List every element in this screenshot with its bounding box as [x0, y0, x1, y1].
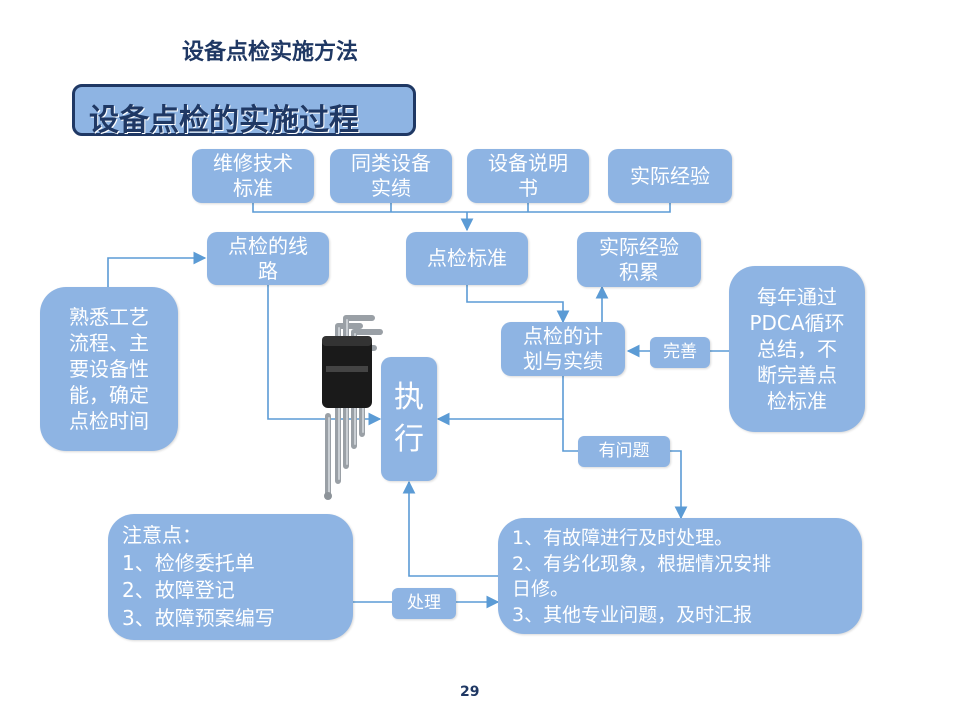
source-equipment-manual: 设备说明 书	[467, 149, 589, 203]
experience-accumulation: 实际经验 积累	[577, 232, 701, 287]
handle-label: 处理	[392, 588, 456, 619]
arrow-plan-to-problem	[562, 419, 578, 452]
hex-key-set-icon	[322, 315, 383, 500]
inspection-plan: 点检的计 划与实绩	[501, 322, 625, 376]
page-title: 设备点检实施方法	[182, 40, 359, 65]
arrow-plan-to-execute	[436, 376, 564, 426]
annual-pdca-box: 每年通过 PDCA循环 总结，不 断完善点 检标准	[729, 266, 865, 432]
section-banner-text: 设备点检的实施过程	[89, 103, 359, 138]
arrow-actions-to-execute	[402, 480, 498, 577]
notes-box: 注意点： 1、检修委托单 2、故障登记 3、故障预案编写	[108, 514, 353, 640]
arrow-problem-to-actions	[670, 450, 688, 520]
arrow-route-to-execute	[267, 285, 382, 426]
arrow-standard-to-plan	[466, 285, 570, 324]
source-practical-experience: 实际经验	[608, 149, 732, 203]
problem-label: 有问题	[578, 436, 670, 467]
inspection-standard: 点检标准	[406, 232, 528, 285]
execute-box: 执 行	[381, 357, 437, 481]
familiarize-process-box: 熟悉工艺 流程、主 要设备性 能，确定 点检时间	[40, 287, 178, 451]
arrow-familiar-to-route	[107, 251, 207, 287]
page-number: 29	[460, 684, 480, 700]
source-similar-equipment: 同类设备 实绩	[330, 149, 452, 203]
actions-box: 1、有故障进行及时处理。 2、有劣化现象，根据情况安排 日修。 3、其他专业问题…	[498, 518, 862, 634]
section-banner: 设备点检的实施过程	[72, 84, 416, 138]
source-maintenance-standard: 维修技术 标准	[192, 149, 314, 203]
arrow-sources-to-standard	[252, 203, 671, 230]
improve-label: 完善	[650, 337, 710, 368]
inspection-route: 点检的线 路	[207, 232, 329, 285]
